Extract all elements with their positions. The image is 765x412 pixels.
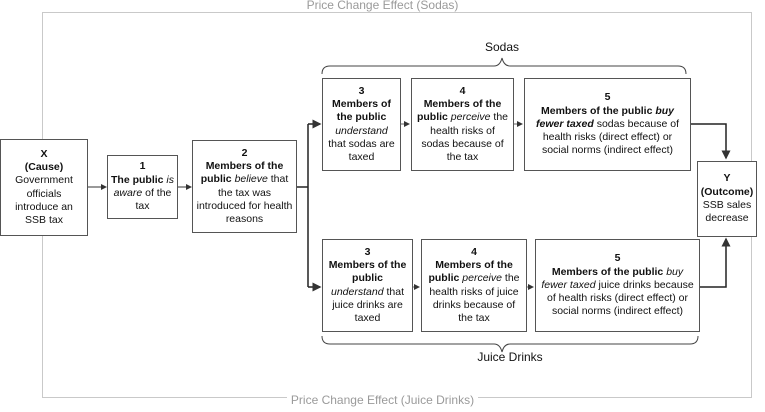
soda-step4-text: Members of the public perceive the healt… bbox=[416, 97, 509, 164]
juice-step5-box: 5 Members of the public buy fewer taxed … bbox=[535, 239, 700, 332]
outcome-letter: Y bbox=[723, 172, 731, 185]
juice-step3-number: 3 bbox=[364, 245, 371, 258]
step1-box: 1 The public is aware of the tax bbox=[107, 155, 178, 219]
cause-text: Government officials introduce an SSB ta… bbox=[15, 174, 73, 227]
juice-step4-box: 4 Members of the public perceive the hea… bbox=[421, 239, 527, 332]
juice-step4-text: Members of the public perceive the healt… bbox=[428, 258, 520, 325]
frame-title-bottom: Price Change Effect (Juice Drinks) bbox=[0, 393, 765, 407]
juice-step4-number: 4 bbox=[471, 245, 477, 258]
juice-step3-text: Members of the public understand that ju… bbox=[328, 258, 407, 325]
soda-step5-box: 5 Members of the public buy fewer taxed … bbox=[524, 78, 691, 171]
outcome-text: SSB sales decrease bbox=[702, 199, 752, 225]
cause-letter: X bbox=[40, 147, 48, 160]
soda-step5-number: 5 bbox=[604, 91, 611, 104]
juice-step5-text: Members of the public buy fewer taxed ju… bbox=[541, 265, 694, 318]
cause-label: (Cause) bbox=[24, 160, 64, 173]
soda-step4-number: 4 bbox=[459, 84, 466, 97]
step2-box: 2 Members of the public believe that the… bbox=[192, 140, 297, 233]
step1-text: The public is aware of the tax bbox=[111, 173, 175, 213]
soda-step3-text: Members of the public understand that so… bbox=[328, 97, 395, 164]
arrow-soda5-to-y bbox=[691, 123, 731, 160]
frame-title-top: Price Change Effect (Sodas) bbox=[0, 0, 765, 12]
soda-step3-box: 3 Members of the public understand that … bbox=[322, 78, 401, 171]
juice-step3-box: 3 Members of the public understand that … bbox=[322, 239, 413, 332]
soda-step3-number: 3 bbox=[358, 84, 365, 97]
sodas-brace bbox=[321, 57, 687, 75]
soda-step4-box: 4 Members of the public perceive the hea… bbox=[411, 78, 514, 171]
group-label-juice: Juice Drinks bbox=[477, 350, 543, 364]
group-label-sodas: Sodas bbox=[484, 40, 520, 54]
step2-number: 2 bbox=[241, 146, 248, 159]
step1-number: 1 bbox=[139, 160, 146, 173]
soda-step5-text: Members of the public buy fewer taxed so… bbox=[535, 104, 679, 157]
cause-box: X (Cause) Government officials introduce… bbox=[0, 139, 88, 236]
juice-step5-number: 5 bbox=[614, 252, 621, 265]
step2-text: Members of the public believe that the t… bbox=[196, 159, 293, 226]
outcome-label: (Outcome) bbox=[700, 185, 754, 198]
juice-brace bbox=[321, 335, 699, 353]
outcome-box: Y (Outcome) SSB sales decrease bbox=[697, 161, 757, 237]
arrow-juice5-to-y bbox=[700, 237, 731, 288]
